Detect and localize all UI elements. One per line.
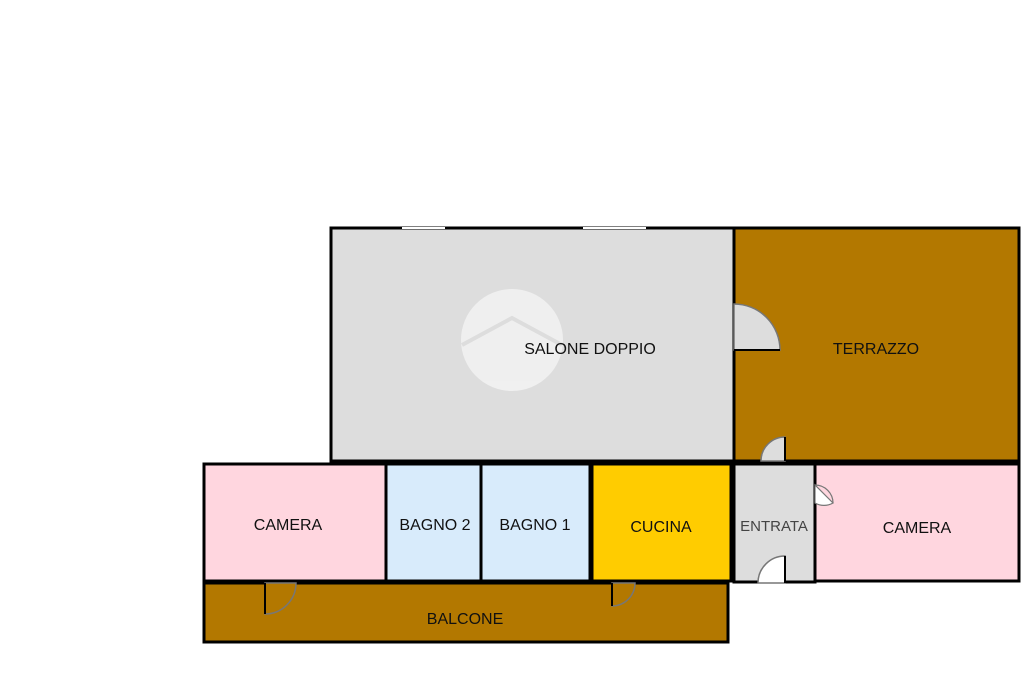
room-camera-right <box>813 462 1021 583</box>
label-bagno-2: BAGNO 2 <box>399 517 470 534</box>
door-camera-balcone <box>264 582 297 615</box>
room-camera-left <box>202 462 388 583</box>
label-salone-doppio: SALONE DOPPIO <box>524 341 656 358</box>
label-terrazzo: TERRAZZO <box>833 341 919 358</box>
watermark-logo <box>461 289 563 391</box>
room-terrazzo <box>732 226 1021 463</box>
door-cucina-balcone <box>611 582 636 607</box>
room-bagno-1 <box>479 462 592 583</box>
door-salone-terrazzo <box>733 303 781 351</box>
door-entrata-camera <box>814 483 834 507</box>
label-camera-right: CAMERA <box>883 520 952 537</box>
room-bagno-2 <box>384 462 483 583</box>
door-terrazzo-entrata <box>760 436 786 462</box>
label-entrata: ENTRATA <box>740 518 808 535</box>
room-cucina <box>590 462 733 583</box>
label-balcone: BALCONE <box>427 611 503 628</box>
label-cucina: CUCINA <box>630 519 692 536</box>
label-camera-left: CAMERA <box>254 517 323 534</box>
label-bagno-1: BAGNO 1 <box>499 517 570 534</box>
door-entrata-main <box>757 555 786 585</box>
